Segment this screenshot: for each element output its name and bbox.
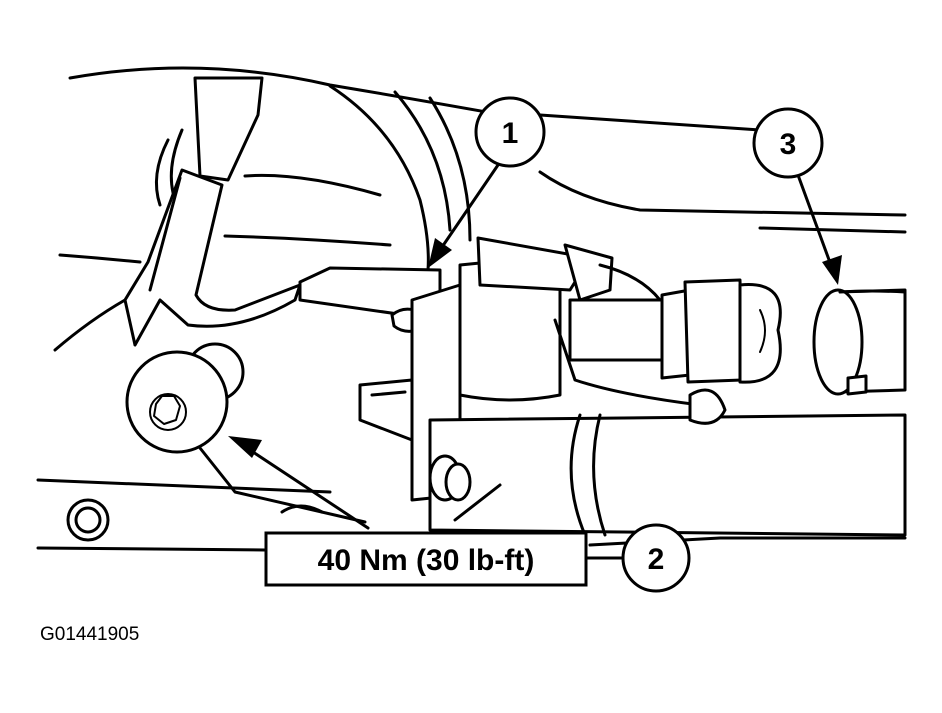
housing-body	[298, 236, 614, 502]
callout-2: 2	[621, 523, 691, 593]
torque-spec-box: 40 Nm (30 lb-ft)	[264, 531, 588, 587]
callout-3-label: 3	[780, 128, 797, 161]
shift-lever-bracket	[123, 168, 302, 347]
lower-shaft	[428, 413, 907, 537]
callout-3: 3	[752, 107, 824, 179]
callout-2-label: 2	[648, 543, 665, 576]
bolt-hex-socket	[125, 342, 245, 454]
wiring-connector	[553, 263, 782, 425]
leader-lines	[198, 163, 842, 560]
callout-1: 1	[474, 96, 546, 168]
figure-id: G01441905	[40, 624, 139, 645]
torque-spec-label: 40 Nm (30 lb-ft)	[318, 544, 535, 577]
callout-1-label: 1	[502, 117, 519, 150]
shaft-coupling	[812, 288, 907, 396]
background-structure	[36, 66, 907, 552]
